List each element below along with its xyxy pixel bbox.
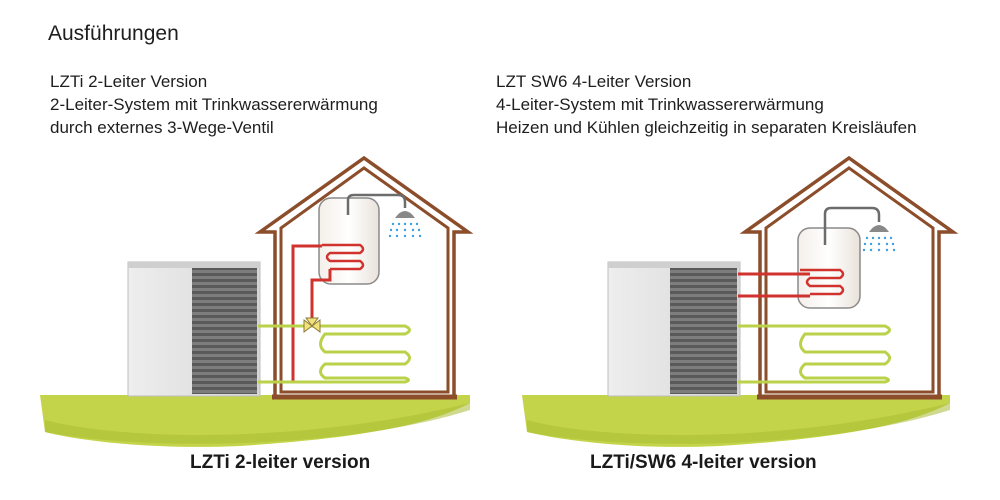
variant-system-line: 4-Leiter-System mit Trinkwassererwärmung (496, 95, 824, 114)
hot-water-pipe (738, 272, 810, 298)
tank-coil (322, 243, 365, 271)
page-title: Ausführungen (48, 22, 179, 45)
variant-name: LZT SW6 4-Leiter Version (496, 72, 692, 91)
diagram-2-leiter (40, 155, 474, 447)
fan-grille (670, 268, 737, 394)
ground-shading (45, 403, 470, 444)
variant-detail-line: Heizen und Kühlen gleichzeitig in separa… (496, 118, 917, 137)
hot-water-tank (797, 227, 861, 309)
tank-coil (800, 268, 845, 296)
shower (823, 206, 896, 252)
shower (346, 193, 422, 238)
variant-description-4-leiter: LZT SW6 4-Leiter Version 4-Leiter-System… (496, 70, 917, 139)
hot-water-pipe (291, 244, 332, 382)
variant-detail-line: durch externes 3-Wege-Ventil (50, 118, 274, 137)
fan-grille (192, 268, 257, 394)
heating-pipe (258, 324, 411, 384)
variant-caption-4-leiter: LZTi/SW6 4-leiter version (590, 452, 817, 473)
variant-caption-2-leiter: LZTi 2-leiter version (190, 452, 371, 473)
heat-pump-diagrams (40, 155, 959, 447)
three-way-valve-icon (303, 317, 321, 333)
heating-pipe (738, 324, 891, 384)
diagram-4-leiter (522, 155, 959, 447)
variant-description-2-leiter: LZTi 2-Leiter Version 2-Leiter-System mi… (50, 70, 378, 139)
variant-system-line: 2-Leiter-System mit Trinkwassererwärmung (50, 95, 378, 114)
shower-head-icon (395, 211, 415, 218)
variant-name: LZTi 2-Leiter Version (50, 72, 208, 91)
heat-pump-unit (127, 261, 261, 397)
heat-pump-unit (607, 261, 741, 397)
ground-shading (527, 403, 950, 444)
shower-head-icon (869, 225, 889, 232)
